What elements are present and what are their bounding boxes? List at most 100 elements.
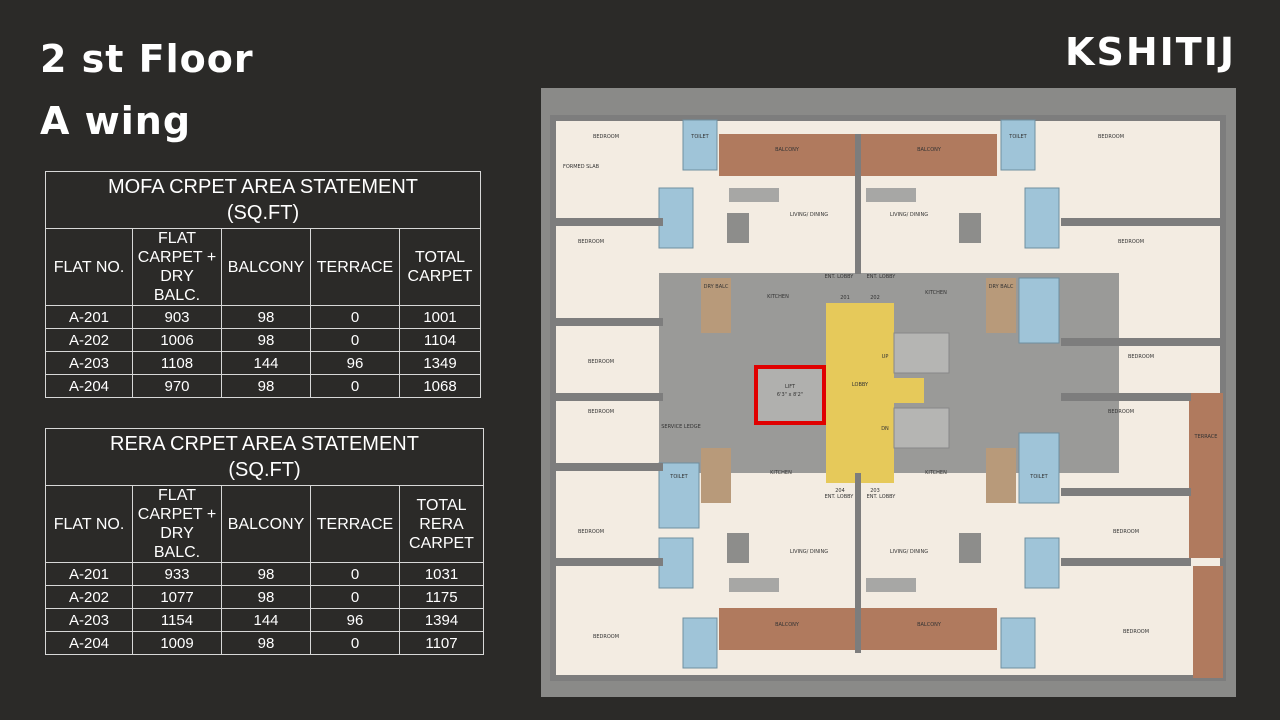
- cell: 98: [221, 305, 311, 329]
- cell: 96: [310, 351, 400, 375]
- cell: 1006: [132, 328, 222, 352]
- rera-col-flat: FLAT NO.: [45, 485, 133, 563]
- mofa-area-table: MOFA CRPET AREA STATEMENT (SQ.FT) FLAT N…: [45, 171, 481, 398]
- cell: 0: [310, 562, 400, 586]
- toilet-label: TOILET: [690, 134, 709, 140]
- flat-203-number: 203: [870, 488, 880, 494]
- bedroom-label: BEDROOM: [588, 409, 614, 415]
- toilet-201a: [682, 119, 718, 171]
- bedroom-label: BEDROOM: [593, 134, 619, 140]
- toilet-201b: [658, 187, 694, 249]
- ent-lobby-label: ENT. LOBBY: [867, 494, 897, 500]
- rera-caption-line1: RERA CRPET AREA STATEMENT: [110, 433, 419, 455]
- service-ledge-label: SERVICE LEDGE: [661, 424, 701, 430]
- sofa: [866, 578, 916, 592]
- cell: 970: [132, 374, 222, 398]
- cell: 0: [310, 328, 400, 352]
- title-wing: A wing: [40, 99, 192, 143]
- cell: 1077: [132, 585, 222, 609]
- wall: [553, 318, 663, 326]
- cell: 903: [132, 305, 222, 329]
- flat-201-number: 201: [840, 295, 850, 301]
- lobby-extension: [894, 378, 924, 403]
- lift-shaft: [754, 365, 826, 425]
- floor-plan: LIFT 6'3" x 8'2" LOBBY UP DN BALCONY BAL…: [541, 88, 1236, 697]
- dining-table: [727, 533, 749, 563]
- dining-table: [959, 533, 981, 563]
- cell: A-203: [45, 351, 133, 375]
- ent-lobby-label: ENT. LOBBY: [825, 494, 855, 500]
- sofa: [729, 188, 779, 202]
- dining-table: [727, 213, 749, 243]
- cell: 0: [310, 374, 400, 398]
- wall: [553, 393, 663, 401]
- dry-balc-label: DRY BALC: [989, 284, 1014, 290]
- wall: [1061, 338, 1223, 346]
- toilet-202b: [1024, 187, 1060, 249]
- floor-title: 2 st Floor A wing: [40, 28, 254, 152]
- sofa: [729, 578, 779, 592]
- toilet-202a: [1000, 119, 1036, 171]
- toilet-203a: [658, 462, 700, 529]
- stair-down: [893, 407, 950, 449]
- dining-table: [959, 213, 981, 243]
- balcony-202: [861, 134, 997, 176]
- toilet-203b: [658, 537, 694, 589]
- balcony-label-201: BALCONY: [775, 147, 800, 153]
- formed-slab-label: FORMED SLAB: [563, 164, 600, 170]
- cell: 0: [310, 631, 400, 655]
- kitchen-label: KITCHEN: [925, 470, 947, 476]
- stair-up: [893, 332, 950, 374]
- cell: A-202: [45, 585, 133, 609]
- mofa-col-total: TOTAL CARPET: [399, 228, 481, 306]
- rera-col-carpet: FLAT CARPET + DRY BALC.: [132, 485, 222, 563]
- balcony-label-203: BALCONY: [775, 622, 800, 628]
- wall: [855, 134, 861, 274]
- balcony-label-202: BALCONY: [917, 147, 942, 153]
- cell: A-204: [45, 631, 133, 655]
- cell: 98: [221, 374, 311, 398]
- dry-balcony-201: [701, 278, 731, 333]
- wall: [855, 473, 861, 653]
- cell: A-203: [45, 608, 133, 632]
- terrace-203: [1189, 393, 1223, 558]
- cell: 98: [221, 585, 311, 609]
- cell: 1349: [399, 351, 481, 375]
- mofa-col-carpet: FLAT CARPET + DRY BALC.: [132, 228, 222, 306]
- ent-lobby-label: ENT. LOBBY: [825, 274, 855, 280]
- cell: 0: [310, 305, 400, 329]
- cell: 98: [221, 631, 311, 655]
- lobby-area: [826, 303, 894, 483]
- ent-lobby-label: ENT. LOBBY: [867, 274, 897, 280]
- cell: 1031: [399, 562, 484, 586]
- mofa-caption-line1: MOFA CRPET AREA STATEMENT: [107, 176, 419, 198]
- bedroom-label: BEDROOM: [593, 634, 619, 640]
- mofa-caption-line2: (SQ.FT): [226, 202, 300, 224]
- cell: 98: [221, 328, 311, 352]
- wall: [1061, 488, 1191, 496]
- toilet-204b: [1024, 537, 1060, 589]
- rera-caption: RERA CRPET AREA STATEMENT (SQ.FT): [45, 428, 484, 486]
- flat-202-number: 202: [870, 295, 880, 301]
- cell: 1104: [399, 328, 481, 352]
- bedroom-label: BEDROOM: [578, 239, 604, 245]
- living-label: LIVING/ DINING: [790, 212, 828, 218]
- project-brand: KSHITIJ: [1065, 30, 1236, 74]
- cell: A-204: [45, 374, 133, 398]
- mofa-col-terrace: TERRACE: [310, 228, 400, 306]
- cell: A-201: [45, 305, 133, 329]
- cell: 1009: [132, 631, 222, 655]
- bedroom-label: BEDROOM: [1108, 409, 1134, 415]
- mofa-col-balcony: BALCONY: [221, 228, 311, 306]
- cell: A-201: [45, 562, 133, 586]
- cell: 933: [132, 562, 222, 586]
- toilet-label: TOILET: [669, 474, 688, 480]
- wall: [1061, 558, 1191, 566]
